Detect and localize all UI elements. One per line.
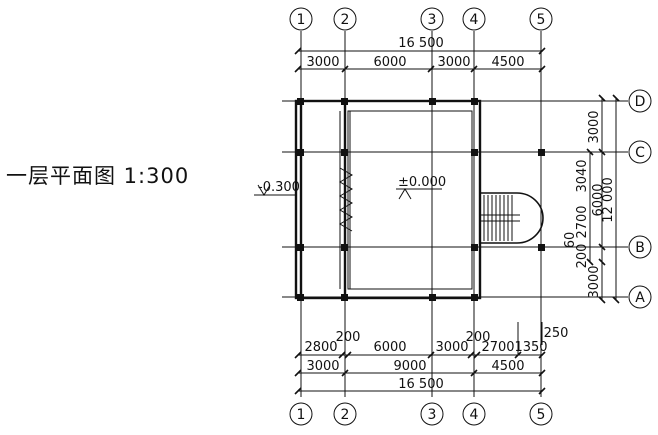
zigzag-stair-symbol [339,167,353,232]
right-dim-col1-e: 200 [575,244,590,269]
axis-bubble-3-bottom: 3 [420,402,444,426]
right-total-dim-text: 12 000 [601,177,616,223]
axis-bubble-d: D [628,89,652,113]
axis-bubble-3-top: 3 [420,7,444,31]
axis-bubble-a: A [628,285,652,309]
top-dim-2-3: 6000 [373,55,406,70]
bottom-dim-row1-e: 1350 [514,340,547,355]
axis-bubbles-right: D C B A [628,89,652,309]
axis-label-4-bottom: 4 [470,407,479,423]
axis-bubble-1-top: 1 [289,7,313,31]
bottom-dim-row1-d: 2700 [481,340,514,355]
axis-label-4-top: 4 [470,12,479,28]
bottom-dim-row1-a: 2800 [304,340,337,355]
inner-wall-lines [339,110,473,290]
top-dim-3-4: 3000 [437,55,470,70]
right-dim-col1-b: 3040 [575,159,590,192]
level-text-inside: ±0.000 [398,175,446,190]
axis-label-1-top: 1 [297,12,306,28]
bottom-dim-small-1: 200 [336,330,361,345]
axis-bubble-c: C [628,140,652,164]
axis-bubble-5-top: 5 [529,7,553,31]
axis-bubble-b: B [628,235,652,259]
axis-label-3-bottom: 3 [428,407,437,423]
level-mark-outside [254,184,296,196]
axis-bubble-1-bottom: 1 [289,402,313,426]
bottom-dim-row1-c: 3000 [435,340,468,355]
axis-label-5-top: 5 [537,12,546,28]
right-dim-col1-a: 3000 [587,110,602,143]
bottom-dim-row2-a: 3000 [306,359,339,374]
structural-columns [297,98,545,301]
bottom-dim-small-2: 200 [466,330,491,345]
axis-label-b: B [635,240,645,256]
axis-bubbles-bottom: 1 2 3 4 5 [289,402,553,426]
axis-bubble-2-bottom: 2 [333,402,357,426]
level-text-outside: -0.300 [258,180,300,195]
bottom-dim-row2-c: 4500 [491,359,524,374]
axis-label-3-top: 3 [428,12,437,28]
axis-label-a: A [635,290,645,306]
bottom-dim-small-3: 250 [544,326,569,341]
right-dim-col1-d: 60 [563,232,578,249]
external-stair [480,192,544,244]
top-total-dim-text: 16 500 [398,36,444,51]
top-dim-1-2: 3000 [306,55,339,70]
building-walls [294,99,482,300]
axis-label-c: C [635,145,645,161]
axis-label-1-bottom: 1 [297,407,306,423]
axis-label-d: D [635,94,646,110]
axis-bubble-4-bottom: 4 [462,402,486,426]
axis-label-2-bottom: 2 [341,407,350,423]
right-dim-col2: 6000 [591,183,606,216]
axis-label-5-bottom: 5 [537,407,546,423]
right-dim-col1-c: 2700 [575,205,590,238]
top-dim-4-5: 4500 [491,55,524,70]
right-dim-col1-f: 3000 [587,265,602,298]
axis-bubble-2-top: 2 [333,7,357,31]
axis-bubbles-top: 1 2 3 4 5 [289,7,553,31]
bottom-dim-row2-b: 9000 [393,359,426,374]
axis-label-2-top: 2 [341,12,350,28]
axis-bubble-4-top: 4 [462,7,486,31]
bottom-dim-row1-b: 6000 [373,340,406,355]
level-mark-inside [396,188,442,200]
drawing-title: 一层平面图 1:300 [6,164,190,188]
bottom-total-dim-text: 16 500 [398,377,444,392]
axis-bubble-5-bottom: 5 [529,402,553,426]
